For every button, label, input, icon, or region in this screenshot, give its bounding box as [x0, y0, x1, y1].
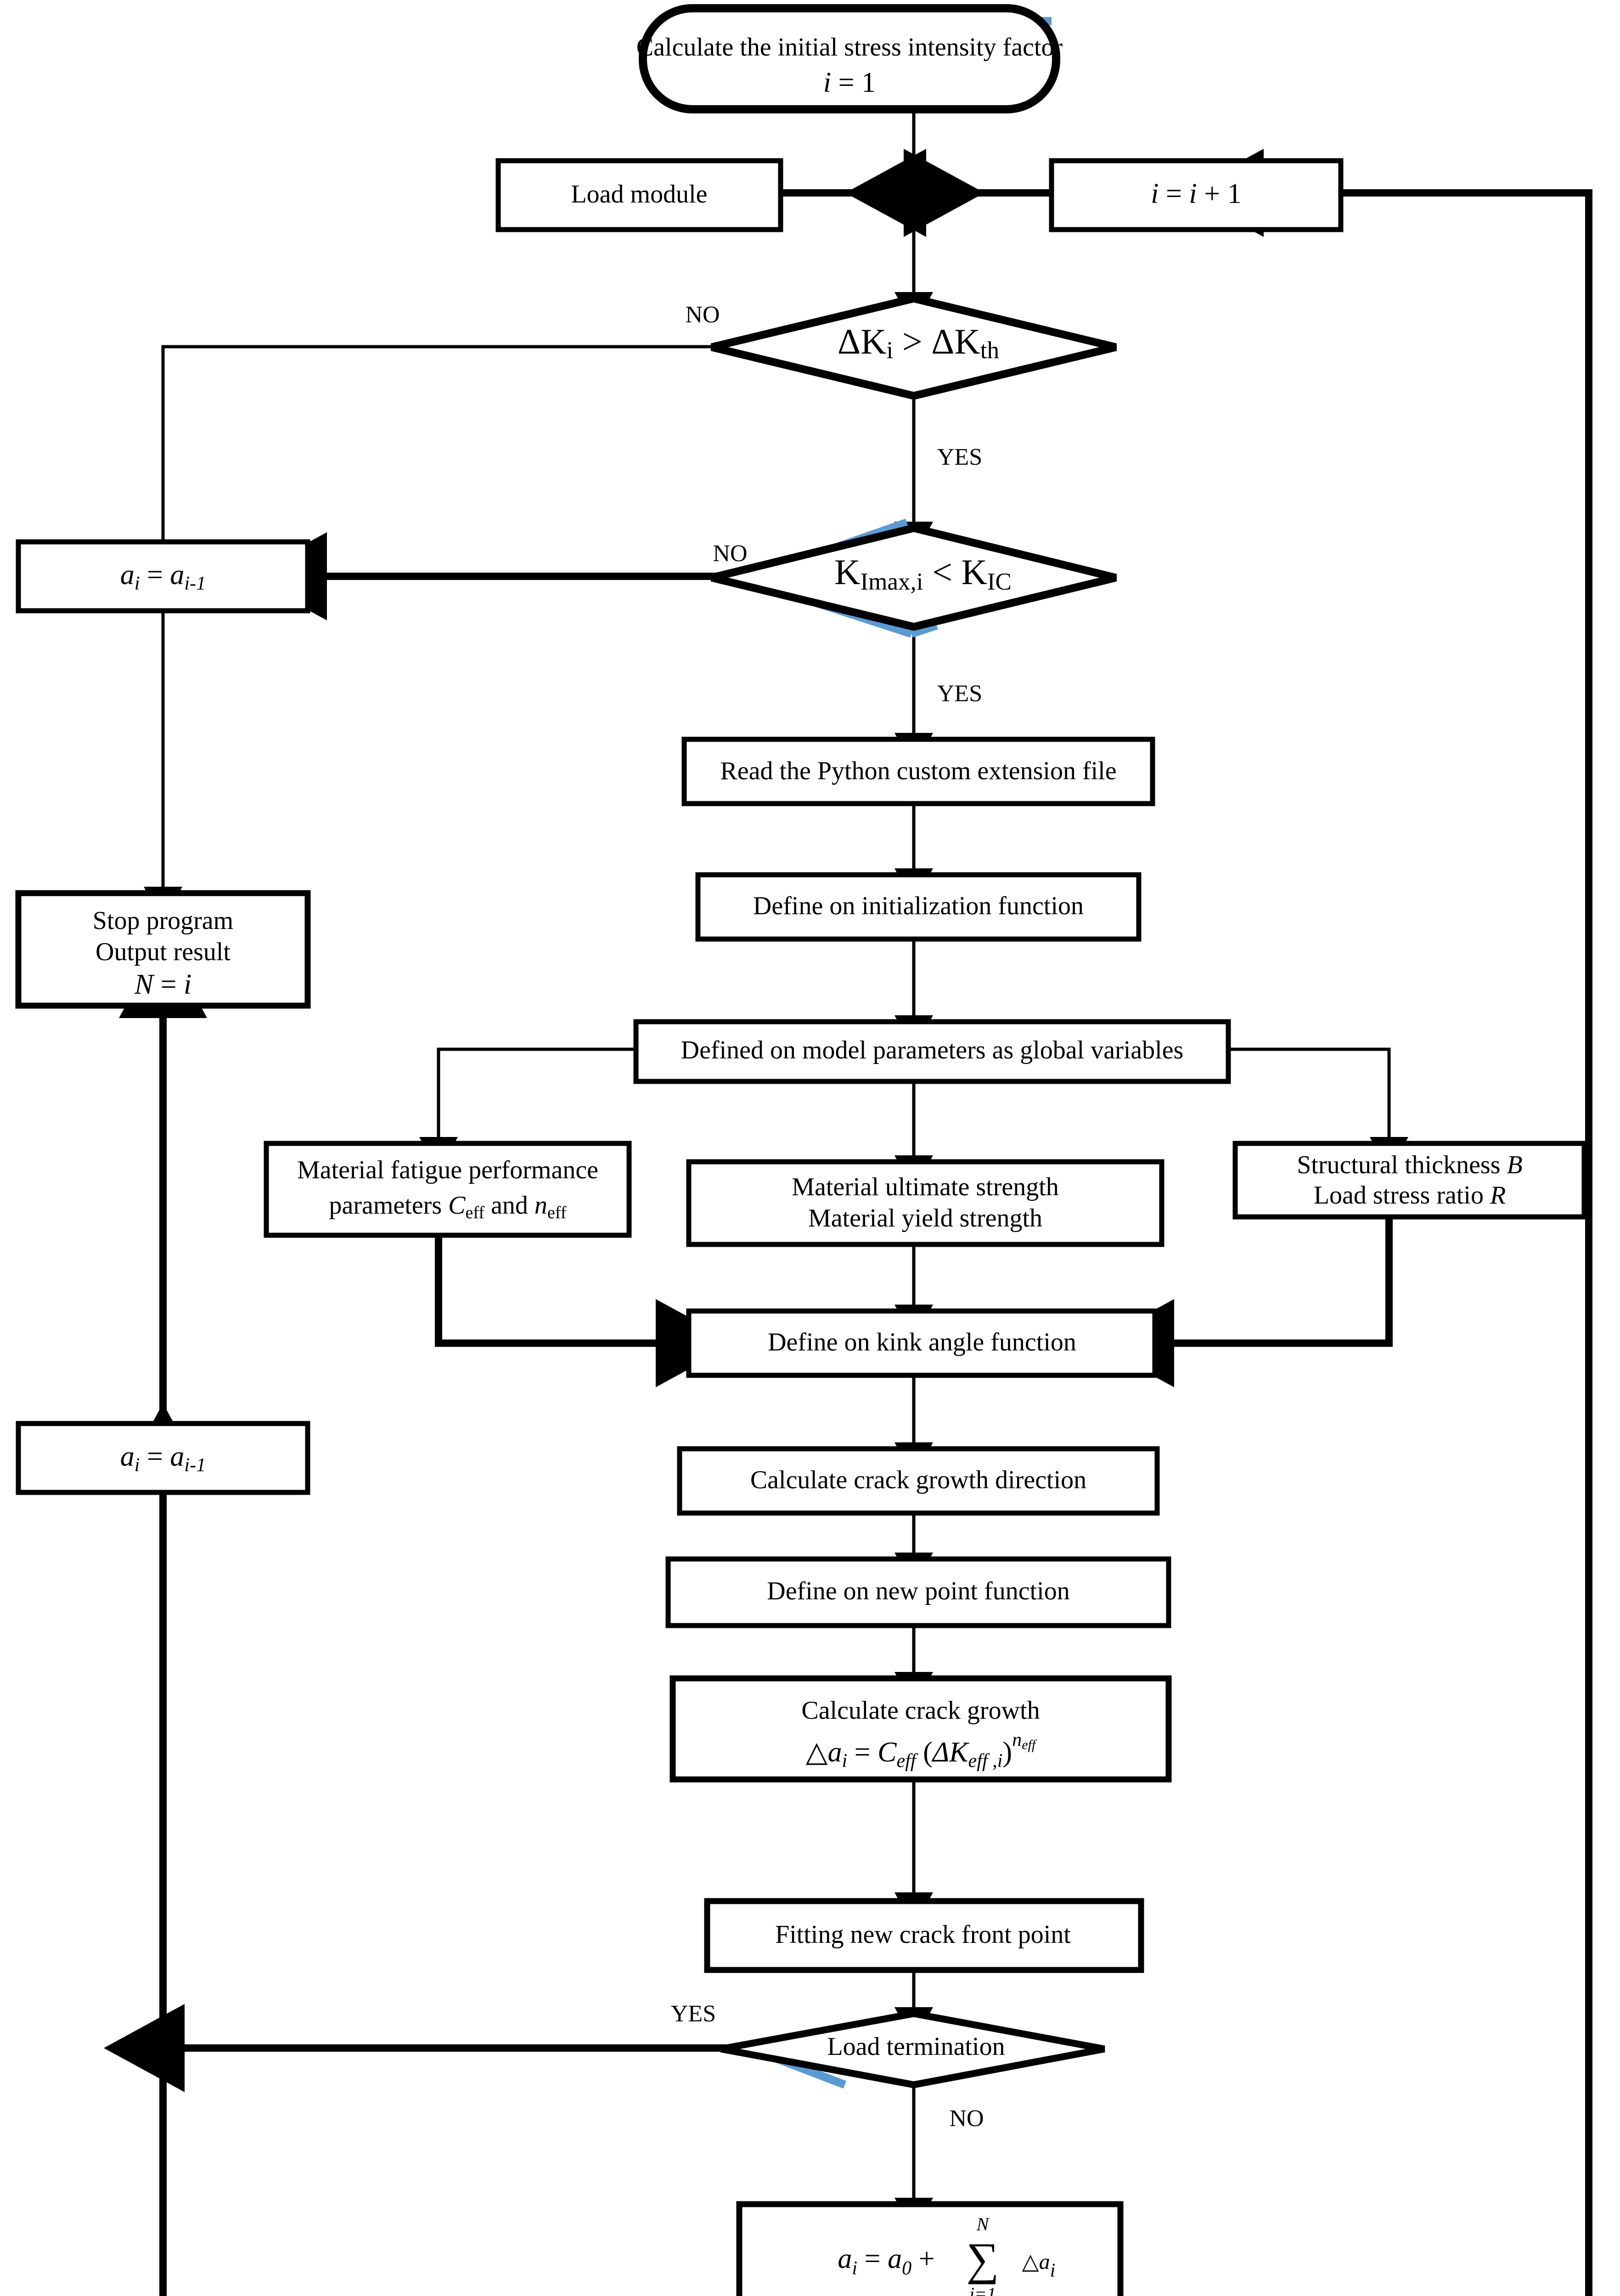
decision-fracture-label: KImax,i < KIC	[834, 552, 1012, 595]
param-geometry-line2: Load stress ratio R	[1314, 1181, 1506, 1210]
node-param-fatigue[interactable]: Material fatigue performance parameters …	[264, 1141, 632, 1238]
node-read-python[interactable]: Read the Python custom extension file	[681, 737, 1155, 806]
node-define-init[interactable]: Define on initialization function	[695, 872, 1142, 942]
stop-line2: Output result	[96, 938, 231, 966]
param-strength-line1: Material ultimate strength	[792, 1173, 1059, 1201]
node-accumulate[interactable]: ai = a0 + N ∑ i=1 △ai	[736, 2201, 1124, 2296]
node-decision-fracture[interactable]: KImax,i < KIC	[710, 524, 1117, 631]
connectors	[103, 110, 1592, 2296]
read-python-label: Read the Python custom extension file	[720, 757, 1116, 785]
growth-direction-label: Calculate crack growth direction	[750, 1466, 1086, 1494]
node-fit-front[interactable]: Fitting new crack front point	[704, 1898, 1144, 1973]
kink-angle-label: Define on kink angle function	[768, 1328, 1076, 1356]
accumulate-sigma-bottom: i=1	[969, 2284, 996, 2296]
node-start[interactable]: Calculate the initial stress intensity f…	[636, 4, 1063, 113]
accumulate-sigma: ∑	[966, 2234, 999, 2285]
edge-critical-no	[1183, 149, 1592, 2296]
edge-threshold-no	[144, 345, 753, 580]
param-fatigue-line2: parameters Ceff and neff	[329, 1191, 566, 1222]
node-kink-angle[interactable]: Define on kink angle function	[686, 1308, 1158, 1378]
start-line2: i = 1	[823, 67, 876, 98]
edge-fatigue-to-kink	[435, 1235, 737, 1387]
start-line1: Calculate the initial stress intensity f…	[636, 33, 1063, 62]
param-geometry-line1: Structural thickness B	[1297, 1151, 1522, 1179]
accumulate-term: △ai	[1022, 2250, 1056, 2281]
node-param-geometry[interactable]: Structural thickness B Load stress ratio…	[1232, 1141, 1587, 1220]
label-threshold-no: NO	[685, 302, 720, 328]
hold-a-top-label: ai = ai-1	[120, 559, 206, 594]
node-growth-direction[interactable]: Calculate crack growth direction	[677, 1446, 1160, 1516]
stop-line3: N = i	[134, 969, 192, 1000]
label-loadterm-no: NO	[949, 2105, 984, 2132]
label-fracture-yes: YES	[937, 681, 982, 707]
load-module-label: Load module	[571, 180, 707, 208]
node-decision-threshold[interactable]: ΔKi > ΔKth	[711, 294, 1117, 400]
edge-geometry-to-kink	[1093, 1217, 1393, 1387]
node-load-module[interactable]: Load module	[495, 158, 783, 232]
load-term-label: Load termination	[827, 2032, 1005, 2061]
node-global-vars[interactable]: Defined on model parameters as global va…	[633, 1019, 1231, 1084]
node-stop-program[interactable]: Stop program Output result N = i	[15, 890, 311, 1009]
label-threshold-yes: YES	[937, 444, 982, 470]
label-loadterm-yes: YES	[671, 2001, 716, 2027]
hold-a-mid-label: ai = ai-1	[120, 1441, 206, 1475]
decision-threshold-label: ΔKi > ΔKth	[838, 321, 999, 364]
param-fatigue-line1: Material fatigue performance	[297, 1156, 598, 1184]
global-vars-label: Defined on model parameters as global va…	[681, 1036, 1184, 1064]
calc-growth-formula: △ai = Ceff (ΔKeff ,i)neff	[806, 1729, 1037, 1772]
edge-globals-to-fatigue	[419, 1047, 707, 1172]
fit-front-label: Fitting new crack front point	[775, 1920, 1071, 1949]
stop-line1: Stop program	[93, 906, 233, 935]
node-hold-a-mid[interactable]: ai = ai-1	[16, 1421, 310, 1495]
node-hold-a-top[interactable]: ai = ai-1	[16, 539, 310, 613]
node-increment[interactable]: i = i + 1	[1049, 158, 1344, 232]
accumulate-sigma-top: N	[976, 2214, 990, 2234]
node-decision-load-term[interactable]: Load termination	[720, 2010, 1105, 2088]
node-param-strength[interactable]: Material ultimate strength Material yiel…	[686, 1159, 1164, 1247]
define-init-label: Define on initialization function	[753, 892, 1084, 920]
label-fracture-no: NO	[713, 540, 747, 567]
node-calc-growth[interactable]: Calculate crack growth △ai = Ceff (ΔKeff…	[669, 1675, 1172, 1783]
increment-label: i = i + 1	[1151, 178, 1241, 209]
calc-growth-line1: Calculate crack growth	[801, 1696, 1040, 1725]
accumulate-formula: ai = a0 +	[838, 2243, 934, 2279]
node-new-point-fn[interactable]: Define on new point function	[665, 1556, 1171, 1628]
new-point-fn-label: Define on new point function	[767, 1577, 1069, 1605]
param-strength-line2: Material yield strength	[808, 1204, 1042, 1232]
